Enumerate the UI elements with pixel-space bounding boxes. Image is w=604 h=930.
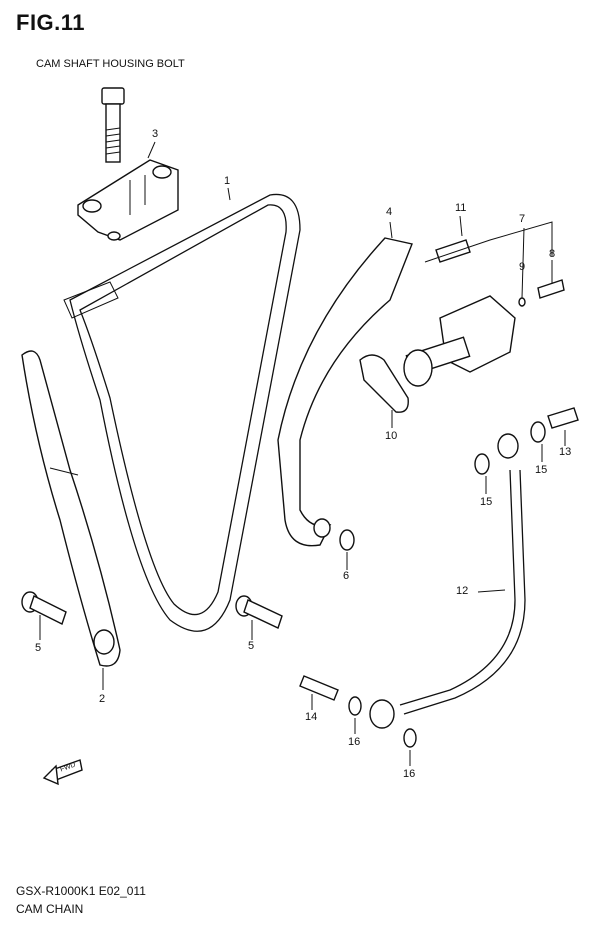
callout-2: 2 [99, 693, 106, 705]
chain-tensioner-guide [277, 237, 413, 547]
cam-chain [63, 193, 301, 632]
callout-11: 11 [455, 202, 467, 214]
bolt-11 [435, 239, 471, 263]
callout-13: 13 [559, 446, 572, 458]
leader-4 [389, 221, 393, 239]
leader-12 [477, 589, 506, 593]
washer-16b [403, 728, 417, 748]
washer-15a [530, 421, 546, 443]
washer-6 [339, 529, 355, 551]
guide-bolt-left [21, 591, 67, 625]
leader-11 [459, 215, 463, 237]
guide-bolt-right [235, 595, 283, 629]
callout-16-upper: 16 [348, 736, 361, 748]
figure-caption: CAM CHAIN [16, 902, 84, 916]
callout-5-right: 5 [248, 640, 255, 652]
bolt-13 [547, 407, 579, 429]
leader-1 [227, 187, 231, 201]
callout-6: 6 [343, 570, 350, 582]
callout-12: 12 [456, 585, 469, 597]
callout-14: 14 [305, 711, 318, 723]
oil-hose [369, 433, 526, 729]
callout-3: 3 [152, 128, 159, 140]
cam-shaft-housing [77, 159, 179, 241]
cam-shaft-housing-bolt-label: CAM SHAFT HOUSING BOLT [36, 58, 185, 70]
callout-1: 1 [224, 175, 231, 187]
cam-chain-tensioner [403, 295, 516, 387]
callout-15-lower: 15 [480, 496, 493, 508]
leader-3 [147, 141, 156, 159]
washer-15b [474, 453, 490, 475]
housing-bolt [101, 87, 125, 163]
callout-7: 7 [519, 213, 526, 225]
callout-16-lower: 16 [403, 768, 416, 780]
plug-8 [537, 279, 565, 299]
callout-9: 9 [519, 261, 526, 273]
washer-9 [518, 297, 526, 307]
callout-8: 8 [549, 248, 556, 260]
figure-title: FIG.11 [16, 10, 86, 35]
cam-chain-guide [21, 350, 121, 667]
washer-16a [348, 696, 362, 716]
bolt-14 [299, 675, 339, 701]
bracket-7 [424, 221, 553, 263]
callout-4: 4 [386, 206, 393, 218]
callout-10: 10 [385, 430, 398, 442]
fwd-arrow-icon [42, 759, 83, 786]
leader-7-9-8 [521, 227, 553, 299]
callout-5-left: 5 [35, 642, 42, 654]
callout-15-upper: 15 [535, 464, 548, 476]
tensioner-gasket [359, 354, 409, 413]
model-code: GSX-R1000K1 E02_011 [16, 884, 146, 898]
